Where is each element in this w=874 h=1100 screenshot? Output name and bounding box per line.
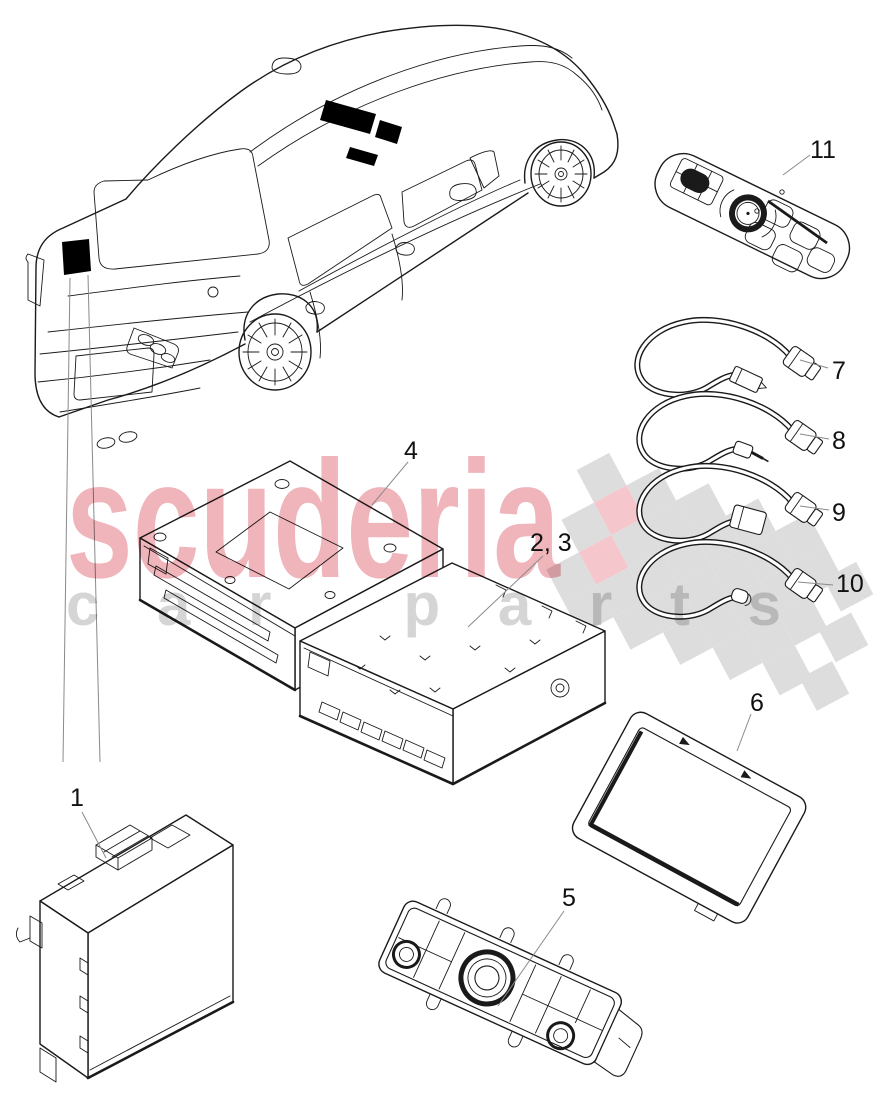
label-text-7[interactable]: 7 <box>832 357 846 385</box>
part-8-cable[interactable] <box>636 390 825 472</box>
label-text-9[interactable]: 9 <box>832 499 846 527</box>
label-part-11[interactable]: 11 <box>782 136 836 176</box>
location-marker-roof-small <box>375 120 402 144</box>
label-part-5[interactable]: 5 <box>497 884 576 1007</box>
label-text-10[interactable]: 10 <box>836 570 864 598</box>
part-6-display-screen[interactable] <box>564 708 810 934</box>
part-9-cable[interactable] <box>636 462 825 544</box>
label-part-9[interactable]: 9 <box>799 499 846 527</box>
part-1-control-module[interactable] <box>15 814 235 1083</box>
label-text-5[interactable]: 5 <box>562 884 576 912</box>
car-illustration <box>25 24 619 763</box>
brand-watermark-tagline: car parts <box>66 571 781 638</box>
brand-watermark: scuderia car parts <box>66 427 781 638</box>
location-marker-trunk <box>62 239 91 275</box>
location-marker-shelf <box>346 147 378 166</box>
locator-line-right <box>87 274 101 763</box>
label-text-1[interactable]: 1 <box>70 784 84 812</box>
label-part-6[interactable]: 6 <box>736 689 764 752</box>
label-text-8[interactable]: 8 <box>832 427 846 455</box>
label-text-11[interactable]: 11 <box>810 136 836 164</box>
label-part-4[interactable]: 4 <box>371 437 418 506</box>
label-part-2-3[interactable]: 2, 3 <box>467 529 572 628</box>
label-part-8[interactable]: 8 <box>799 427 846 455</box>
part-10-cable[interactable] <box>636 538 825 620</box>
label-text-2-3[interactable]: 2, 3 <box>530 529 572 557</box>
rear-wheel <box>238 313 312 391</box>
part-11-remote-control[interactable] <box>644 145 858 292</box>
label-part-10[interactable]: 10 <box>797 570 864 598</box>
part-2-3-player-unit[interactable] <box>298 562 607 786</box>
part-5-control-panel[interactable] <box>370 884 660 1093</box>
label-text-4[interactable]: 4 <box>404 437 418 465</box>
locator-line-left <box>62 277 71 763</box>
brand-watermark-word: scuderia <box>66 427 561 613</box>
reference-labels: 1 2, 3 4 5 6 7 8 9 <box>70 136 864 1007</box>
location-marker-roof <box>320 100 376 134</box>
label-text-6[interactable]: 6 <box>750 689 764 717</box>
label-part-1[interactable]: 1 <box>70 784 107 859</box>
part-7-cable[interactable] <box>634 316 823 398</box>
label-part-7[interactable]: 7 <box>799 357 846 385</box>
front-wheel <box>530 141 592 207</box>
